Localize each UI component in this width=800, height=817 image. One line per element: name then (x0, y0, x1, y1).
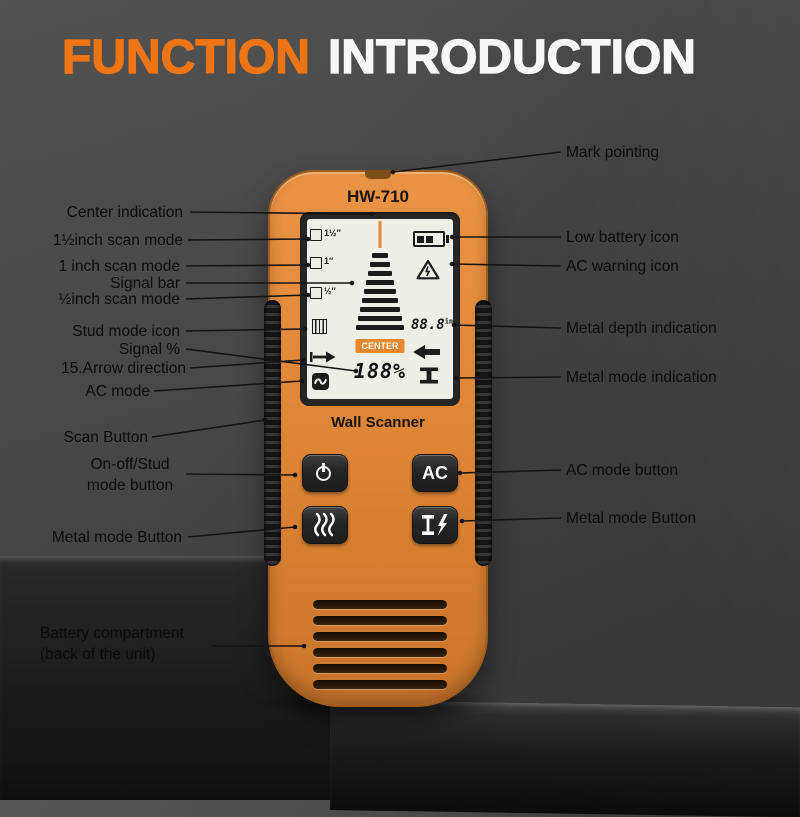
callout-scan-button: Scan Button (63, 429, 148, 446)
signal-bar (362, 298, 398, 303)
speaker-grille (313, 600, 447, 689)
stud-sensor-button (302, 506, 348, 544)
grille-slot (313, 632, 447, 641)
callout-half-scan-mode: ½inch scan mode (58, 291, 181, 308)
wall-scanner-device: HW-710 1½″ 1″ ½″ (264, 170, 492, 707)
scan-button-left-grip (264, 300, 281, 566)
signal-bar (368, 271, 392, 276)
scan-button-right-grip (475, 300, 492, 566)
metal-direction-arrow-icon (413, 345, 440, 359)
power-stud-mode-button (302, 454, 348, 492)
signal-bar (370, 262, 390, 267)
center-indicator: CENTER (355, 339, 405, 353)
power-icon (316, 463, 334, 482)
grille-slot (313, 664, 447, 673)
callout-metal-mode-button-left: Metal mode Button (51, 529, 182, 546)
signal-bar (360, 307, 400, 312)
callout-metal-mode-button-right: Metal mode Button (566, 510, 697, 527)
callout-1half-scan-mode: 1½inch scan mode (52, 232, 183, 249)
grille-slot (313, 616, 447, 625)
page-title: FUNCTION INTRODUCTION (61, 30, 696, 85)
callout-signal-bar: Signal bar (110, 275, 180, 292)
callout-ac-warning-icon: AC warning icon (566, 258, 679, 275)
callout-signal-percent: Signal % (118, 341, 180, 358)
scan-mode-half-icon: ½″ (310, 287, 336, 299)
signal-bar (364, 289, 396, 294)
depth-box-icon (310, 257, 322, 269)
signal-bar (358, 316, 402, 321)
metal-mode-button (412, 506, 458, 544)
stud-mode-icon (312, 319, 327, 334)
metal-depth-value: 88.8in (411, 317, 453, 333)
callout-center-indication: Center indication (66, 204, 183, 221)
callout-1inch-scan-mode: 1 inch scan mode (58, 258, 181, 275)
lcd-display: 1½″ 1″ ½″ (307, 219, 453, 399)
callout-battery-compartment: Battery compartment (back of the unit) (40, 625, 184, 663)
callout-stud-mode-icon: Stud mode icon (72, 323, 180, 340)
model-number: HW-710 (346, 187, 409, 206)
signal-percent: 188% (353, 359, 407, 383)
callout-arrow-direction: 15.Arrow direction (61, 360, 186, 377)
product-name: Wall Scanner (331, 414, 425, 431)
ac-mode-button: AC (412, 454, 458, 492)
ac-mode-icon (312, 373, 329, 390)
callout-onoff-stud-button: On-off/Stud mode button (86, 456, 174, 494)
callout-mark-pointing: Mark pointing (566, 144, 660, 161)
signal-bar (372, 253, 388, 258)
low-battery-icon (413, 231, 449, 247)
grille-slot (313, 680, 447, 689)
callout-ac-mode: AC mode (85, 383, 150, 400)
depth-box-icon (310, 229, 322, 241)
title-function: FUNCTION (61, 30, 310, 84)
arrow-direction-icon (310, 351, 336, 363)
scan-mode-1inch-icon: 1″ (310, 257, 333, 269)
callout-metal-depth-indication: Metal depth indication (566, 320, 717, 337)
callout-low-battery-icon: Low battery icon (566, 229, 679, 246)
metal-bolt-icon (422, 514, 448, 536)
lcd-screen: 1½″ 1″ ½″ (300, 212, 460, 406)
scan-wave-icon (314, 512, 335, 537)
grille-slot (313, 600, 447, 609)
depth-box-icon (310, 287, 322, 299)
scan-mode-1half-icon: 1½″ (310, 229, 341, 241)
mark-pointing-notch (365, 170, 391, 179)
callout-ac-mode-button: AC mode button (566, 462, 679, 479)
center-mark-line (378, 221, 382, 248)
signal-bar (366, 280, 394, 285)
signal-bar (356, 325, 404, 330)
ac-warning-icon (416, 259, 440, 280)
callout-metal-mode-indication: Metal mode indication (566, 369, 717, 386)
grille-slot (313, 648, 447, 657)
title-introduction: INTRODUCTION (327, 30, 696, 84)
metal-mode-icon (420, 367, 438, 384)
